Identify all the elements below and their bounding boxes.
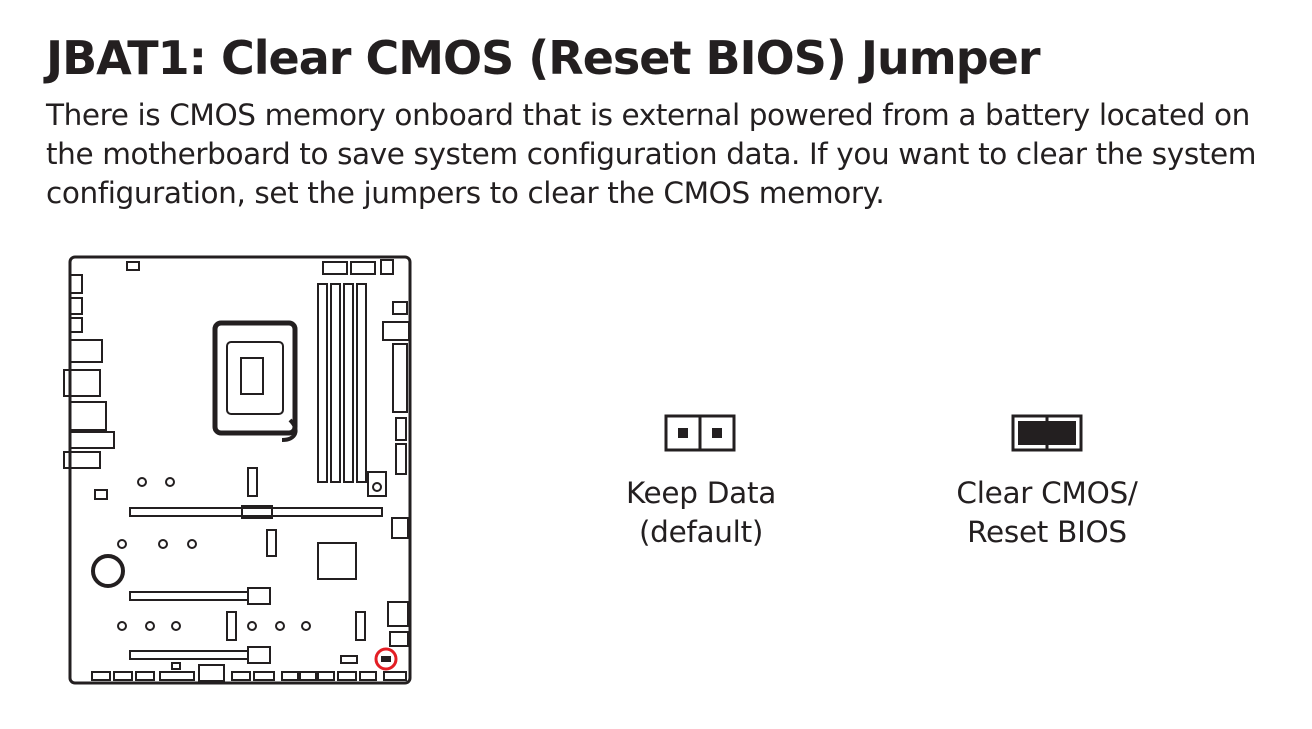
jbat1-location-marker [374, 647, 398, 671]
jumper-open-icon [664, 414, 736, 452]
label-line: Keep Data [625, 476, 776, 510]
label-line: Clear CMOS/ [956, 476, 1138, 510]
jumper-shorted-icon [1011, 414, 1083, 452]
jumper-keep-data [664, 413, 738, 453]
label-line: Reset BIOS [967, 515, 1127, 549]
jumper-clear-cmos [1011, 413, 1085, 453]
jumper-label-clear-cmos: Clear CMOS/ Reset BIOS [922, 474, 1172, 552]
description-paragraph: There is CMOS memory onboard that is ext… [46, 98, 1257, 210]
page-title: JBAT1: Clear CMOS (Reset BIOS) Jumper [46, 31, 1041, 85]
motherboard-diagram [63, 255, 412, 685]
jumper-label-keep-data: Keep Data (default) [600, 474, 802, 552]
label-line: (default) [638, 515, 764, 549]
